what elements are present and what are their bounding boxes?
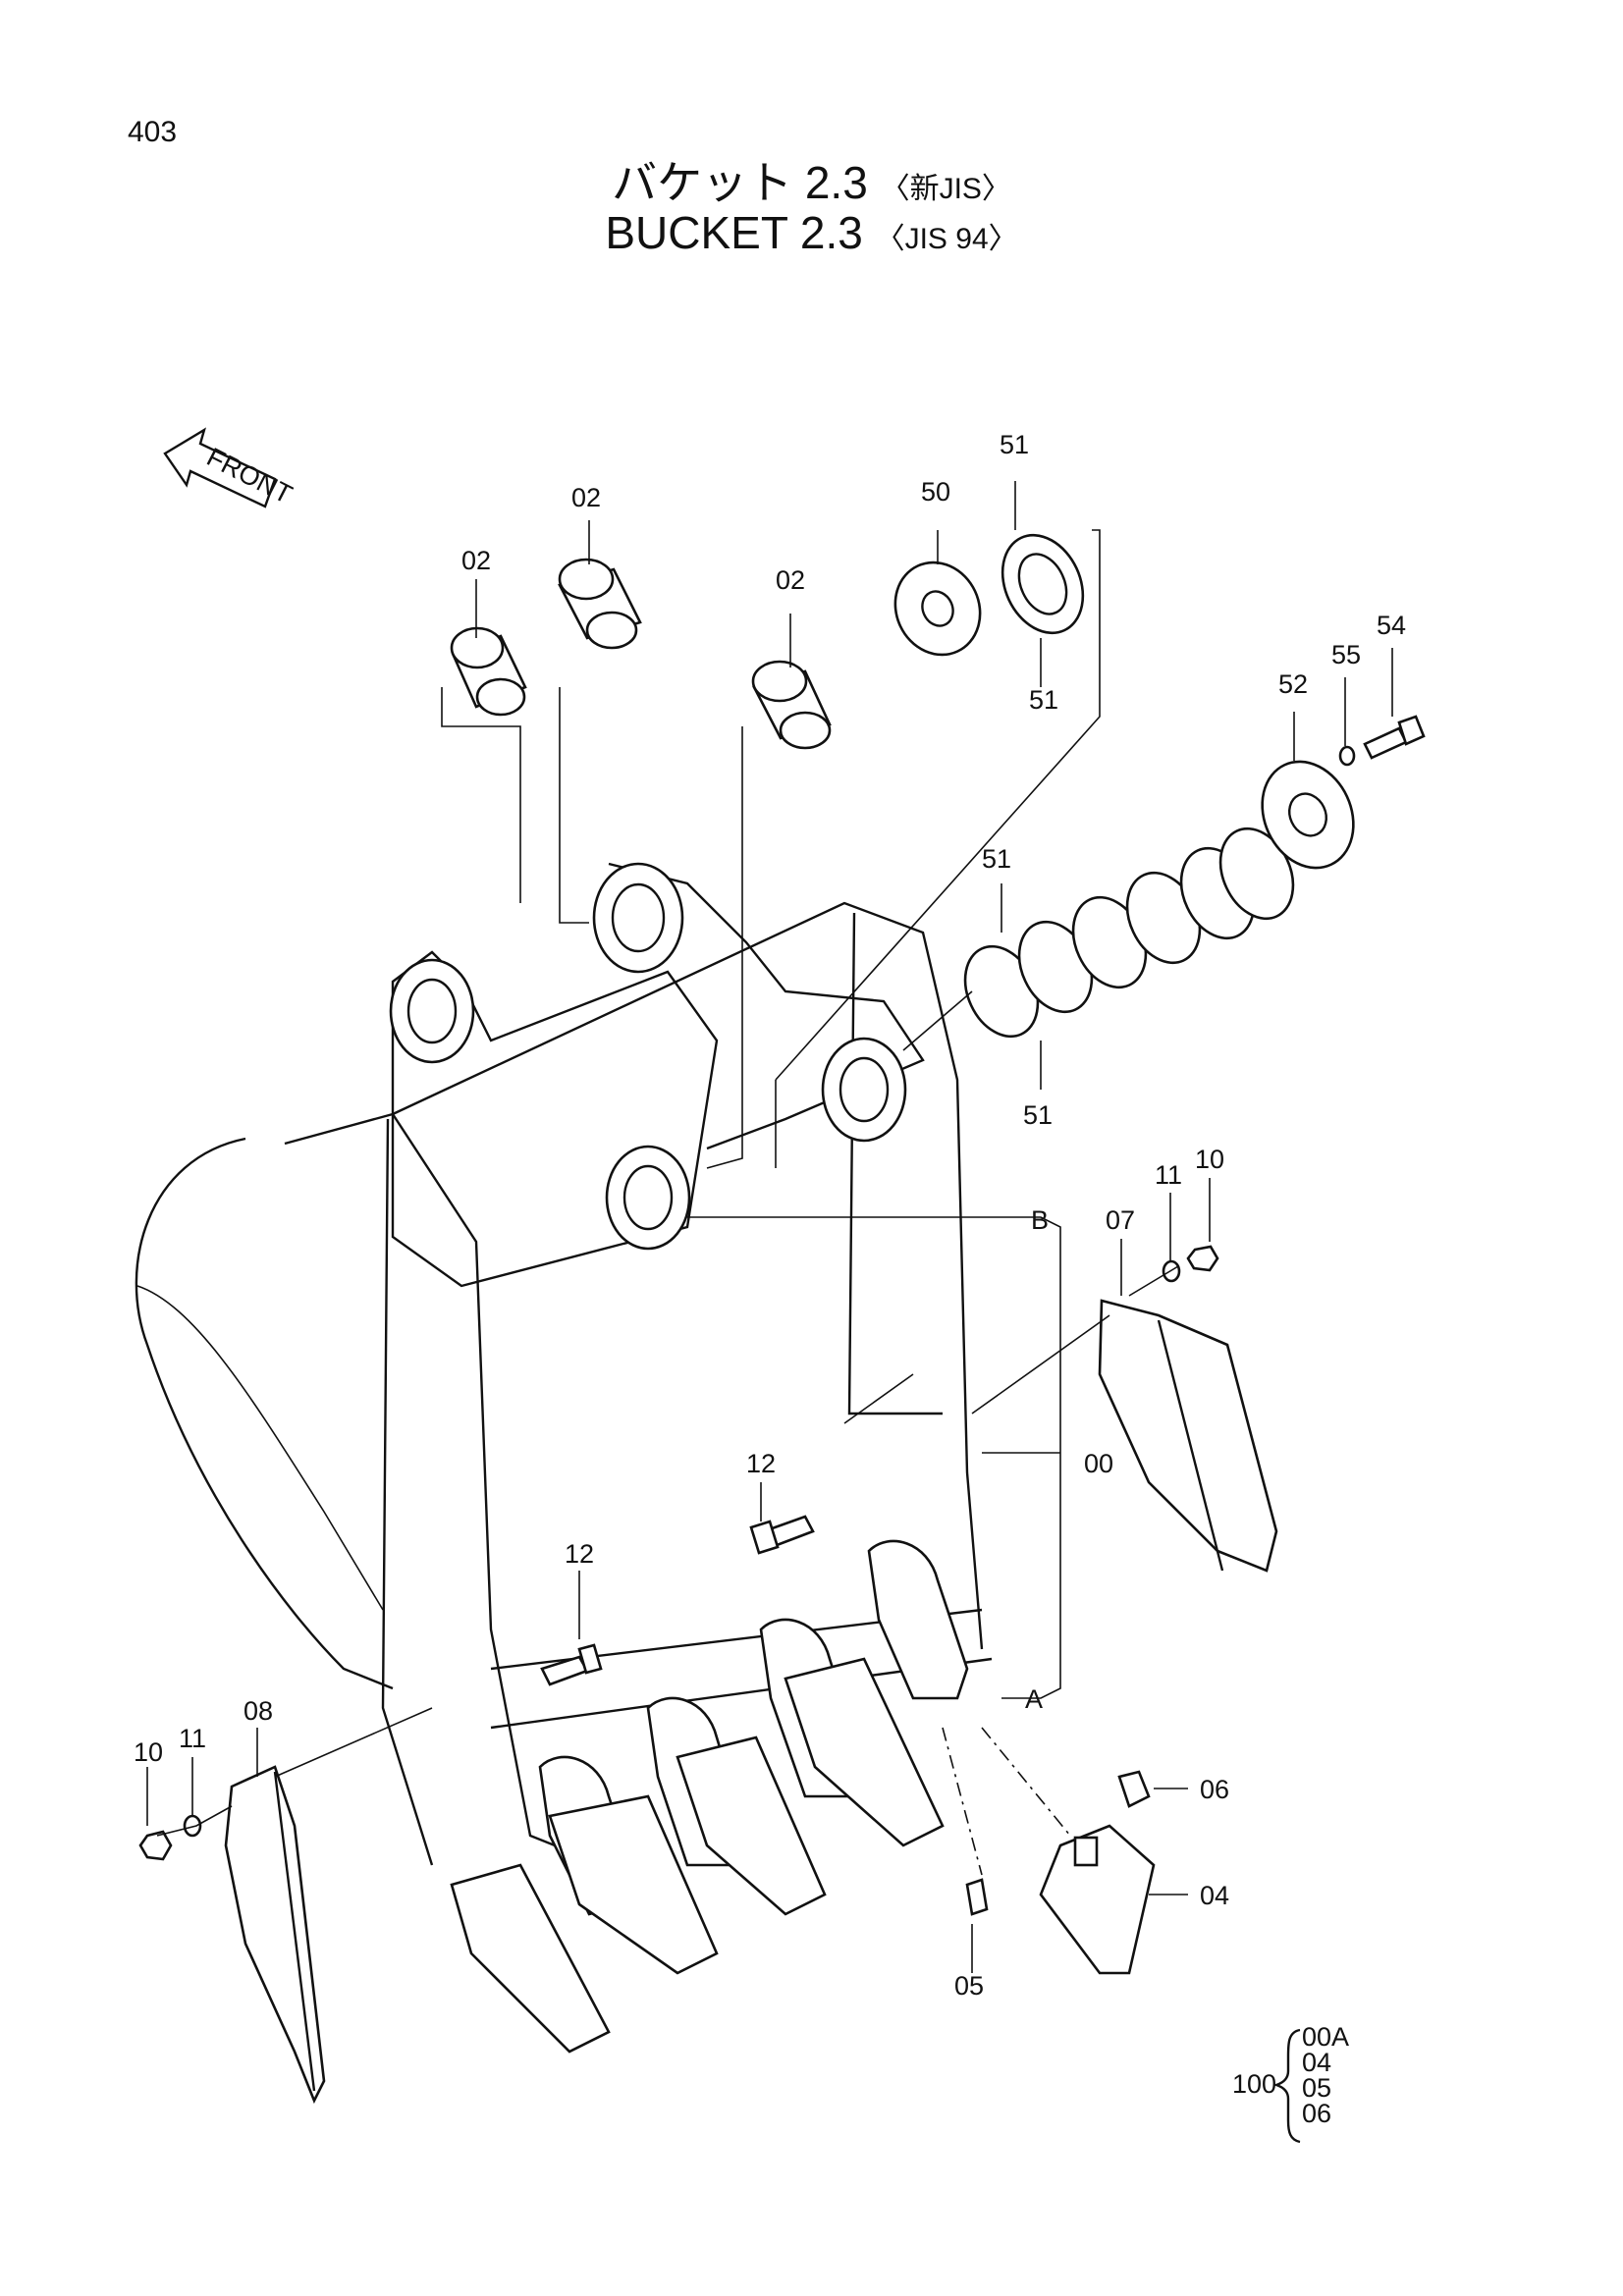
side-cutter-08 [224, 1765, 326, 2105]
kit-100-group: 100 00A 04 05 06 [1232, 2022, 1349, 2144]
kit-item: 00A [1302, 2022, 1349, 2052]
callout-51-upper: 51 [1029, 685, 1058, 715]
callout-08: 08 [243, 1696, 273, 1726]
callout-51-lower: 51 [1023, 1100, 1053, 1130]
page-number: 403 [128, 116, 178, 148]
boss-lower-right [821, 1037, 907, 1143]
title-english-sub: 〈JIS 94〉 [875, 223, 1018, 255]
bushing-02-right [751, 660, 832, 750]
shims-51-stack [963, 827, 1295, 1039]
callout-04: 04 [1200, 1881, 1229, 1910]
title-japanese-main: バケット 2.3 [612, 157, 868, 208]
kit-item: 05 [1302, 2073, 1331, 2103]
callout-51-middle: 51 [982, 844, 1011, 874]
callout-A: A [1025, 1684, 1043, 1714]
boss-lower-left [605, 1145, 691, 1251]
front-arrow-icon: FRONT [163, 427, 297, 509]
callout-11-right: 11 [1155, 1160, 1182, 1190]
shims-51-upper [1001, 533, 1085, 635]
lock-06 [1117, 1770, 1151, 1808]
bucket-teeth [450, 1539, 969, 2054]
callout-labels: 02 02 02 50 51 51 51 51 52 55 54 10 11 0… [134, 430, 1406, 2001]
bushing-02-middle [558, 558, 642, 650]
callout-02-left: 02 [461, 546, 491, 575]
kit-item: 04 [1302, 2048, 1331, 2077]
callout-02-middle: 02 [571, 483, 601, 512]
callout-12-lower: 12 [565, 1539, 594, 1569]
title-japanese: バケット 2.3 〈新JIS〉 [0, 147, 1623, 212]
title-english: BUCKET 2.3 〈JIS 94〉 [0, 206, 1623, 259]
bolt-54 [1363, 715, 1426, 760]
boss-upper-right [592, 862, 684, 974]
pin-05 [965, 1878, 989, 1916]
callout-10-left: 10 [134, 1737, 163, 1767]
callout-00: 00 [1084, 1449, 1113, 1478]
title-english-main: BUCKET 2.3 [605, 207, 863, 258]
callout-05: 05 [954, 1971, 984, 2001]
bolt-12-lower [540, 1643, 603, 1686]
callout-51-top: 51 [1000, 430, 1029, 459]
callout-07: 07 [1106, 1205, 1135, 1235]
callout-06: 06 [1200, 1775, 1229, 1804]
callout-11-left: 11 [179, 1724, 206, 1753]
nut-10-left [138, 1830, 173, 1861]
callout-B: B [1031, 1205, 1049, 1235]
callout-10-right: 10 [1195, 1145, 1224, 1174]
cap-50 [893, 561, 982, 657]
side-cutter-07 [1098, 1299, 1278, 1573]
leader-lines [146, 481, 1393, 1973]
boss-upper-left [389, 958, 475, 1064]
callout-54: 54 [1377, 611, 1406, 640]
bushing-02-left [450, 626, 527, 717]
washer-55 [1338, 745, 1356, 767]
callout-02-right: 02 [776, 565, 805, 595]
callout-52: 52 [1278, 669, 1308, 699]
callout-12-upper: 12 [746, 1449, 776, 1478]
callout-55: 55 [1331, 640, 1361, 669]
nut-10-right [1186, 1245, 1219, 1272]
title-japanese-sub: 〈新JIS〉 [880, 173, 1011, 205]
kit-number: 100 [1232, 2069, 1276, 2099]
bolt-12-upper [749, 1515, 815, 1555]
boss-plate-right [608, 862, 925, 1150]
tooth-04-loose [1039, 1824, 1156, 1975]
plate-52 [1261, 760, 1355, 870]
kit-item: 06 [1302, 2099, 1331, 2128]
callout-50: 50 [921, 477, 950, 507]
